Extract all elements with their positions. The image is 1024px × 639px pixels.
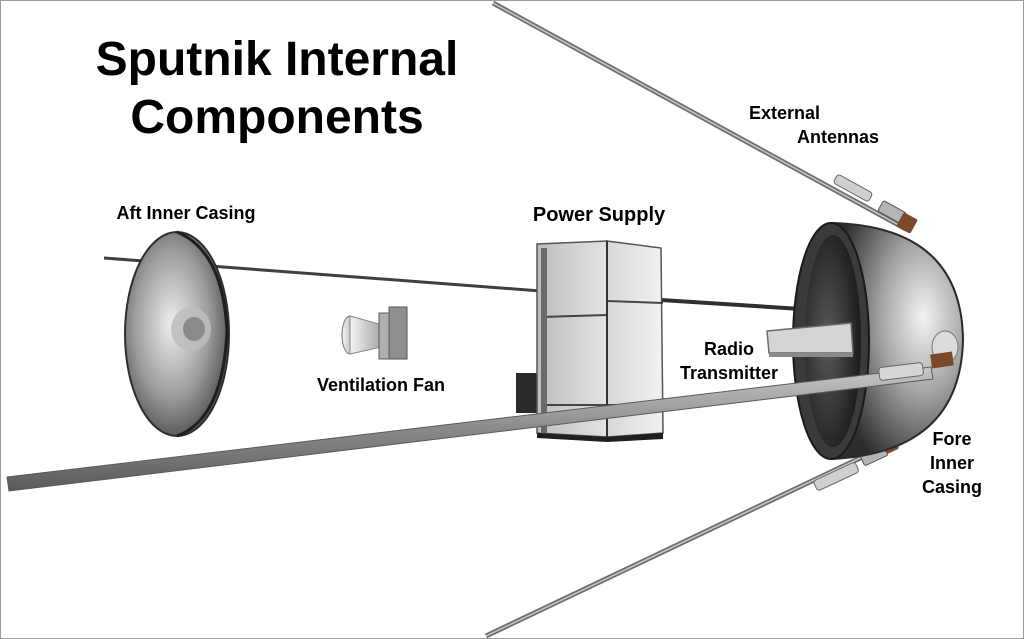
aft-inner-casing <box>124 230 230 438</box>
label-radio-transmitter-line-2: Transmitter <box>679 363 779 383</box>
label-fore-inner-casing-line-3: Casing <box>921 477 982 497</box>
power-supply <box>516 240 664 442</box>
diagram-title: Sputnik Internal Components <box>57 31 497 147</box>
label-external-antennas: External Antennas <box>739 101 879 149</box>
label-fore-inner-casing-line-2: Inner <box>929 453 974 473</box>
antenna-upper <box>491 1 918 234</box>
antenna-main-rod <box>6 362 934 492</box>
label-radio-transmitter: Radio Transmitter <box>669 337 789 385</box>
label-ventilation-fan: Ventilation Fan <box>316 375 445 395</box>
radio-transmitter <box>766 322 854 357</box>
label-fore-inner-casing: Fore Inner Casing <box>913 427 991 499</box>
label-aft-inner-casing: Aft Inner Casing <box>116 203 256 223</box>
label-fore-inner-casing-line-1: Fore <box>932 429 972 449</box>
title-line-2: Components <box>130 91 424 144</box>
ventilation-fan <box>341 306 408 360</box>
label-external-antennas-line-2: Antennas <box>796 127 879 147</box>
label-external-antennas-line-1: External <box>749 103 821 123</box>
antenna-lower <box>484 436 899 638</box>
label-power-supply: Power Supply <box>532 204 666 226</box>
label-radio-transmitter-line-1: Radio <box>703 339 754 359</box>
title-line-1: Sputnik Internal <box>95 33 459 86</box>
